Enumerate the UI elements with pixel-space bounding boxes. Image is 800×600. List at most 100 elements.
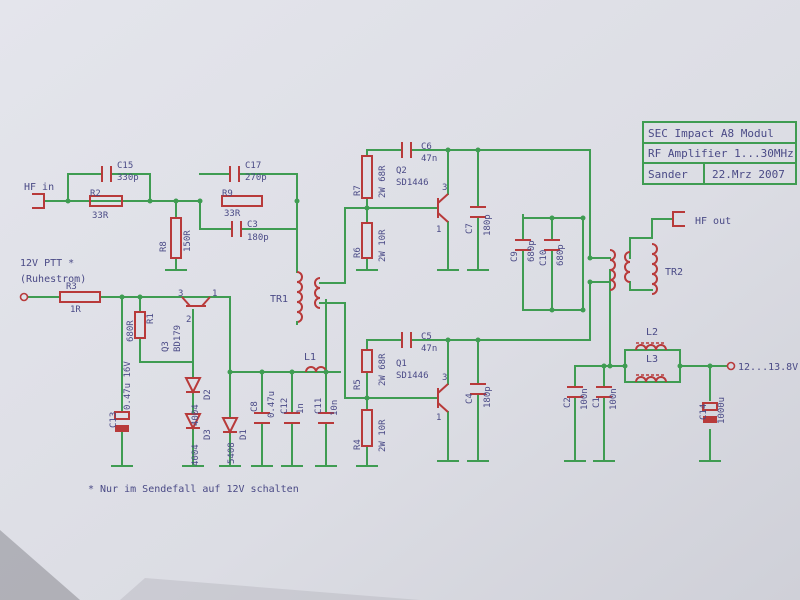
resistor-r8 bbox=[170, 217, 182, 259]
c10-val: 680p bbox=[556, 244, 566, 266]
c13-val: 0.47u 16V bbox=[123, 361, 133, 410]
l3-ref: L3 bbox=[646, 354, 658, 365]
c17-ref: C17 bbox=[245, 161, 261, 171]
q3-pin2: 2 bbox=[186, 315, 191, 325]
c11-val: 10n bbox=[330, 400, 340, 416]
d3-val: 4004 bbox=[191, 444, 201, 466]
c2-ref: C2 bbox=[563, 397, 573, 408]
c15-ref: C15 bbox=[117, 161, 133, 171]
capacitor-c12 bbox=[284, 412, 300, 424]
l2-ref: L2 bbox=[646, 327, 658, 338]
resistor-r7 bbox=[361, 155, 373, 199]
d2-val: 4004 bbox=[191, 404, 201, 426]
hf-in-connector bbox=[32, 193, 45, 209]
r8-val: 150R bbox=[183, 230, 193, 252]
resistor-r6 bbox=[361, 222, 373, 259]
footnote: * Nur im Sendefall auf 12V schalten bbox=[88, 484, 299, 495]
q2-val: SD1446 bbox=[396, 178, 429, 188]
q2-pin1: 1 bbox=[436, 225, 441, 235]
c8-ref: C8 bbox=[250, 401, 260, 412]
r4-ref: R4 bbox=[353, 439, 363, 450]
resistor-r2 bbox=[89, 195, 123, 207]
tr1-ref: TR1 bbox=[270, 294, 288, 305]
c7-val: 180p bbox=[483, 214, 493, 236]
r9-val: 33R bbox=[224, 209, 241, 219]
ptt-note: (Ruhestrom) bbox=[20, 274, 86, 285]
c12-ref: C12 bbox=[280, 398, 290, 414]
c6-val: 47n bbox=[421, 154, 437, 164]
capacitor-c15 bbox=[101, 166, 112, 182]
inductor-l1 bbox=[305, 366, 327, 373]
l1-ref: L1 bbox=[304, 352, 316, 363]
q3-pin3: 3 bbox=[178, 289, 183, 299]
capacitor-c8 bbox=[254, 412, 270, 424]
page-corner-shadow bbox=[0, 530, 80, 600]
inductor-l3 bbox=[635, 374, 667, 383]
q2-pin3: 3 bbox=[442, 183, 447, 193]
d1-val: 5408 bbox=[227, 442, 237, 464]
capacitor-c5 bbox=[401, 332, 412, 348]
c13-ref: C13 bbox=[109, 412, 119, 428]
c11-ref: C11 bbox=[314, 398, 324, 414]
capacitor-c7 bbox=[470, 206, 486, 218]
hf-out-connector bbox=[672, 211, 685, 227]
title-line2: RF Amplifier 1...30MHz bbox=[648, 147, 794, 160]
r2-val: 33R bbox=[92, 211, 109, 221]
q2-ref: Q2 bbox=[396, 166, 407, 176]
c10-ref: C10 bbox=[539, 250, 549, 266]
r3-ref: R3 bbox=[66, 282, 77, 292]
resistor-r9 bbox=[221, 195, 263, 207]
supply-terminal bbox=[726, 361, 736, 371]
capacitor-c10 bbox=[544, 239, 560, 251]
junction-dots bbox=[65, 147, 713, 401]
c14-val: 1000u bbox=[717, 397, 727, 424]
ptt-label: 12V PTT * bbox=[20, 258, 74, 269]
r2-ref: R2 bbox=[90, 189, 101, 199]
resistor-r5 bbox=[361, 349, 373, 373]
diode-d2 bbox=[184, 377, 202, 395]
transformer-tr2 bbox=[609, 243, 658, 295]
r6-val: 2W 10R bbox=[378, 229, 388, 262]
wires bbox=[27, 149, 728, 467]
c6-ref: C6 bbox=[421, 142, 432, 152]
capacitor-c6 bbox=[401, 142, 412, 158]
q1-pin1: 1 bbox=[436, 413, 441, 423]
transistor-q2 bbox=[437, 193, 449, 223]
c17-val: 270p bbox=[245, 173, 267, 183]
q1-val: SD1446 bbox=[396, 371, 429, 381]
capacitor-c9 bbox=[515, 239, 531, 251]
r5-ref: R5 bbox=[353, 379, 363, 390]
c14-ref: C14 bbox=[699, 404, 709, 420]
diode-d3 bbox=[184, 413, 202, 431]
r8-ref: R8 bbox=[159, 241, 169, 252]
r7-ref: R7 bbox=[353, 185, 363, 196]
c9-val: 680p bbox=[527, 240, 537, 262]
capacitor-c11 bbox=[318, 412, 334, 424]
c4-val: 180p bbox=[483, 386, 493, 408]
c12-val: 1n bbox=[296, 403, 306, 414]
capacitor-c2 bbox=[567, 386, 583, 398]
c1-val: 100n bbox=[609, 388, 619, 410]
c5-val: 47n bbox=[421, 344, 437, 354]
resistor-r4 bbox=[361, 409, 373, 447]
d1-ref: D1 bbox=[239, 429, 249, 440]
c5-ref: C5 bbox=[421, 332, 432, 342]
d2-ref: D2 bbox=[203, 389, 213, 400]
c15-val: 330p bbox=[117, 173, 139, 183]
hf-in-label: HF in bbox=[24, 182, 54, 193]
r4-val: 2W 10R bbox=[378, 419, 388, 452]
c2-val: 100n bbox=[580, 388, 590, 410]
c9-ref: C9 bbox=[510, 251, 520, 262]
c4-ref: C4 bbox=[465, 393, 475, 404]
transformer-tr1 bbox=[296, 271, 321, 325]
transistor-q1 bbox=[437, 383, 449, 413]
supply-label: 12...13.8V bbox=[738, 362, 798, 373]
capacitor-c4 bbox=[470, 383, 486, 395]
c8-val: 0.47u bbox=[267, 391, 277, 418]
diode-d1 bbox=[221, 417, 239, 435]
q3-ref: Q3 bbox=[161, 341, 171, 352]
title-line1: SEC Impact A8 Modul bbox=[648, 127, 774, 140]
r3-val: 1R bbox=[70, 305, 81, 315]
